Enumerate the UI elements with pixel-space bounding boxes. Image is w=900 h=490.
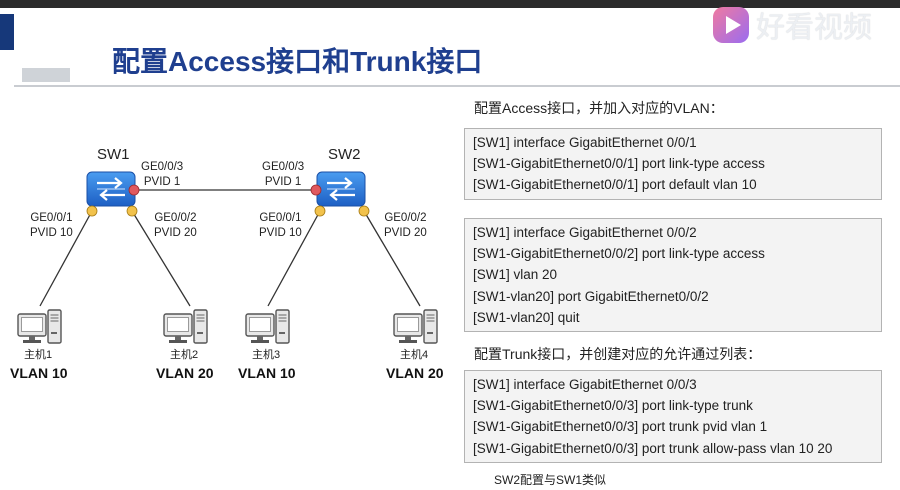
vlan-label: VLAN 10 <box>10 365 68 381</box>
code-block-access-ge1: [SW1] interface GigabitEthernet 0/0/1 [S… <box>464 128 882 200</box>
watermark: 好看视频 <box>712 4 900 46</box>
host-label: 主机3 <box>252 349 281 361</box>
port-label-sw1-ge2: GE0/0/2 PVID 20 <box>154 211 197 241</box>
access-port-dot <box>358 205 370 217</box>
port-label-sw2-ge2: GE0/0/2 PVID 20 <box>384 211 427 241</box>
trunk-port-dot <box>310 184 322 196</box>
code-line: [SW1] interface GigabitEthernet 0/0/2 <box>473 225 697 240</box>
port-name: GE0/0/1 <box>30 212 73 224</box>
port-name: GE0/0/3 <box>141 161 184 173</box>
computer-icon <box>17 309 62 344</box>
code-block-trunk-ge3: [SW1] interface GigabitEthernet 0/0/3 [S… <box>464 370 882 463</box>
host-label: 主机2 <box>170 349 199 361</box>
port-label-sw2-ge3: GE0/0/3 PVID 1 <box>262 160 304 190</box>
code-line: [SW1-GigabitEthernet0/0/3] port link-typ… <box>473 398 753 414</box>
access-heading: 配置Access接口，并加入对应的VLAN： <box>474 100 724 116</box>
slide-decor-block <box>22 68 70 82</box>
code-line: [SW1-GigabitEthernet0/0/1] port link-typ… <box>473 156 765 172</box>
watermark-text: 好看视频 <box>756 10 873 44</box>
port-label-sw1-ge1: GE0/0/1 PVID 10 <box>30 211 73 241</box>
switch-icon <box>315 170 367 208</box>
code-block-access-ge2: [SW1] interface GigabitEthernet 0/0/2 [S… <box>464 218 882 333</box>
port-pvid: PVID 10 <box>30 227 73 239</box>
port-pvid: PVID 1 <box>143 176 181 188</box>
topology-links <box>17 170 438 344</box>
trunk-port-dot <box>128 184 140 196</box>
switch-label-sw2: SW2 <box>328 146 361 163</box>
code-line: [SW1-GigabitEthernet0/0/3] port trunk pv… <box>473 419 768 435</box>
vlan-label: VLAN 10 <box>238 365 296 381</box>
title-divider <box>14 85 900 87</box>
port-pvid: PVID 20 <box>154 227 197 239</box>
vlan-label: VLAN 20 <box>156 365 214 381</box>
slide-accent-bar <box>0 14 14 50</box>
slide-title: 配置Access接口和Trunk接口 <box>112 46 483 77</box>
computer-icon <box>163 309 208 344</box>
code-line: [SW1-vlan20] quit <box>473 309 580 325</box>
trunk-heading: 配置Trunk接口，并创建对应的允许通过列表： <box>474 346 762 362</box>
port-pvid: PVID 10 <box>259 227 302 239</box>
vlan-label: VLAN 20 <box>386 365 444 381</box>
link-sw2-host4 <box>363 210 421 307</box>
port-name: GE0/0/1 <box>259 212 302 224</box>
code-line: [SW1-vlan20] port GigabitEthernet0/0/2 <box>473 288 709 304</box>
link-sw1-host2 <box>131 210 191 307</box>
port-label-sw2-ge1: GE0/0/1 PVID 10 <box>259 211 302 241</box>
code-line: [SW1-GigabitEthernet0/0/2] port link-typ… <box>473 246 765 262</box>
port-name: GE0/0/3 <box>262 161 305 173</box>
code-line: [SW1] vlan 20 <box>473 267 558 283</box>
access-port-dot <box>86 205 98 217</box>
haokan-play-icon <box>713 7 749 43</box>
switch-label-sw1: SW1 <box>97 146 130 163</box>
window-top-bar <box>0 0 900 8</box>
computer-icon <box>245 309 290 344</box>
link-sw2-host3 <box>267 210 321 307</box>
access-port-dot <box>126 205 138 217</box>
code-line: [SW1-GigabitEthernet0/0/3] port trunk al… <box>473 440 833 456</box>
network-topology: SW1 SW2 GE0/0/3 PVID 1 GE0/0/3 PVID 1 GE… <box>0 0 470 400</box>
footer-note: SW2配置与SW1类似 <box>494 473 607 487</box>
access-port-dot <box>314 205 326 217</box>
switch-icon <box>85 170 137 208</box>
link-sw1-host1 <box>39 210 93 307</box>
code-line: [SW1] interface GigabitEthernet 0/0/1 <box>473 135 697 150</box>
port-label-sw1-ge3: GE0/0/3 PVID 1 <box>141 160 183 190</box>
port-name: GE0/0/2 <box>384 212 427 224</box>
port-pvid: PVID 1 <box>264 176 302 188</box>
code-line: [SW1] interface GigabitEthernet 0/0/3 <box>473 377 697 392</box>
host-label: 主机1 <box>24 349 53 361</box>
code-line: [SW1-GigabitEthernet0/0/1] port default … <box>473 177 757 193</box>
host-label: 主机4 <box>400 349 429 361</box>
computer-icon <box>393 309 438 344</box>
port-pvid: PVID 20 <box>384 227 427 239</box>
port-name: GE0/0/2 <box>154 212 197 224</box>
